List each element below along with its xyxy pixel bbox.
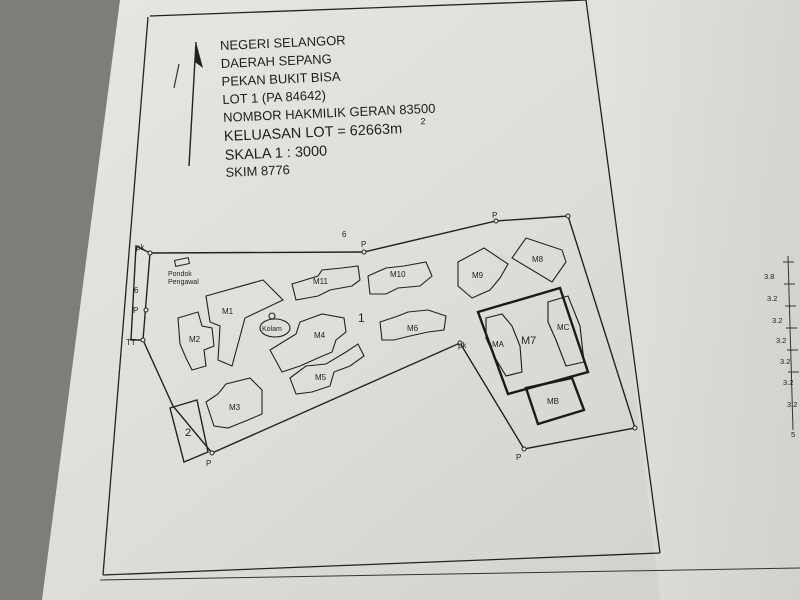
frame-right (585, 0, 661, 554)
lower-frame-line (99, 567, 800, 581)
building-m8-label: M8 (532, 255, 544, 264)
label-p-bottom-left: P (206, 459, 211, 468)
side-tick-1: 3.2 (767, 294, 777, 303)
building-m2: M2 (177, 311, 215, 371)
label-pk-top-left: pk (136, 243, 145, 252)
side-tick-4: 3.2 (780, 357, 790, 366)
building-ma-label: MA (492, 340, 505, 349)
title-district: DAERAH SEPANG (220, 51, 332, 71)
label-tt: TT (126, 338, 136, 347)
building-m10: M10 (367, 261, 433, 295)
building-m11: M11 (291, 265, 361, 301)
building-m8: M8 (511, 237, 567, 283)
guardhouse-label-1: Pondok (168, 271, 192, 278)
building-m6: M6 (379, 309, 447, 341)
side-tick-2: 3.2 (772, 316, 782, 325)
building-m4: M4 (269, 313, 347, 373)
building-m10-label: M10 (390, 270, 406, 279)
building-m5: M5 (289, 343, 365, 395)
side-tick-5: 3.2 (783, 378, 793, 387)
label-p-top: P (361, 240, 366, 249)
side-tick-0: 3.8 (764, 272, 774, 281)
building-m6-label: M6 (407, 324, 419, 333)
label-boundary-6-top: 6 (342, 230, 347, 239)
frame-bottom (102, 552, 661, 576)
building-m2-label: M2 (189, 335, 201, 344)
label-p-left: P (133, 306, 138, 315)
building-m5-label: M5 (315, 373, 327, 382)
building-m3: M3 (205, 377, 263, 429)
label-p-top-right: P (492, 211, 497, 220)
label-lot-1: 1 (358, 311, 365, 325)
title-area-superscript: 2 (420, 116, 425, 126)
title-scheme: SKIM 8776 (225, 162, 290, 180)
building-m1-label: M1 (222, 307, 234, 316)
label-lot-2: 2 (185, 427, 191, 439)
building-m1: M1 (205, 279, 284, 367)
title-scale: SKALA 1 : 3000 (224, 143, 327, 163)
building-m7-label: M7 (521, 335, 536, 347)
side-tick-3: 3.2 (776, 336, 786, 345)
title-lot: LOT 1 (PA 84642) (222, 87, 326, 107)
label-pk-right: pk (458, 341, 467, 350)
frame-left (102, 16, 149, 576)
boundary-points (140, 213, 638, 456)
building-m11-label: M11 (313, 277, 329, 286)
building-m9-label: M9 (472, 271, 484, 280)
guardhouse-label-2: Pengawal (168, 279, 199, 286)
side-sheet-scale (783, 255, 799, 431)
building-mc-label: MC (557, 323, 570, 332)
title-lot-area: KELUASAN LOT = 62663m (224, 121, 403, 145)
pond-label: Kolam (262, 326, 282, 333)
frame-top (149, 0, 587, 17)
label-p-bottom-right: P (516, 453, 521, 462)
side-tick-6: 3.2 (787, 400, 797, 409)
north-arrow-icon (173, 41, 203, 167)
pond: Kolam (259, 312, 291, 338)
building-m4-label: M4 (314, 331, 326, 340)
building-m9: M9 (457, 247, 509, 299)
building-m7-complex: M7 MA MC MB (476, 286, 590, 426)
label-boundary-6-left: 6 (134, 286, 139, 295)
paper-right-shade (590, 0, 800, 600)
title-town: PEKAN BUKIT BISA (221, 69, 341, 89)
building-mb-label: MB (547, 397, 559, 406)
title-state: NEGERI SELANGOR (220, 33, 346, 53)
building-m3-label: M3 (229, 403, 241, 412)
side-tick-7: 5 (791, 430, 795, 439)
guardhouse: Pondok Pengawal (168, 257, 199, 286)
